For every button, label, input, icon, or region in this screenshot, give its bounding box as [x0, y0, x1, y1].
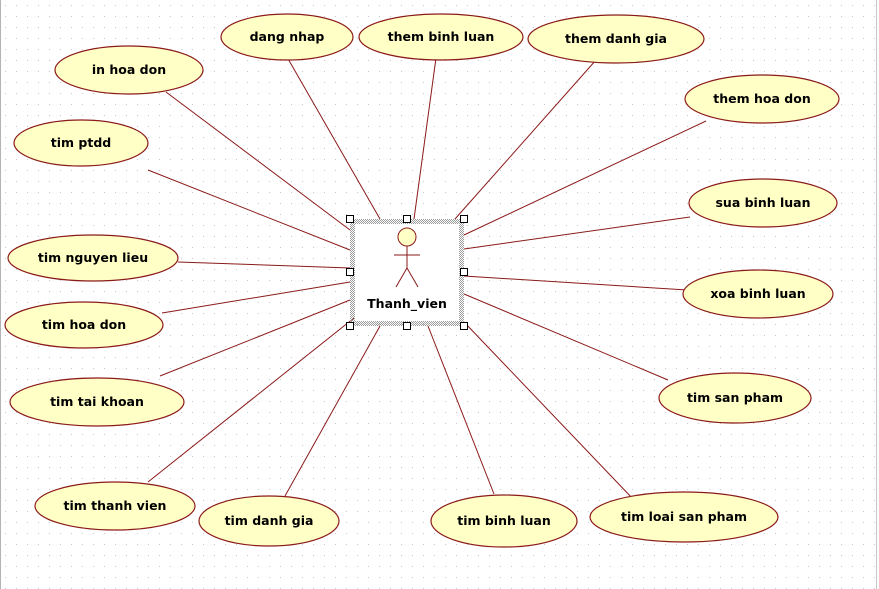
assoc-tim-ptdd[interactable] — [147, 169, 351, 251]
actor-stick-figure-icon — [394, 227, 420, 288]
assoc-dang-nhap[interactable] — [286, 56, 381, 220]
use-case-label: tim hoa don — [42, 317, 126, 332]
assoc-tim-thanh-vien[interactable] — [147, 317, 355, 483]
selection-handles — [346, 215, 468, 330]
use-case-label: tim loai san pham — [621, 509, 747, 524]
assoc-tim-danh-gia[interactable] — [284, 325, 381, 497]
assoc-them-danh-gia[interactable] — [454, 59, 597, 220]
use-case-label: dang nhap — [250, 29, 325, 44]
use-case-dang-nhap[interactable]: dang nhap — [220, 13, 354, 61]
use-case-tim-thanh-vien[interactable]: tim thanh vien — [34, 481, 196, 531]
assoc-xoa-binh-luan[interactable] — [463, 275, 688, 291]
assoc-tim-binh-luan[interactable] — [427, 325, 495, 495]
resize-handle-e[interactable] — [460, 268, 468, 276]
use-case-sua-binh-luan[interactable]: sua binh luan — [688, 178, 838, 228]
use-case-label: them hoa don — [713, 91, 810, 106]
use-case-label: tim danh gia — [225, 513, 314, 528]
assoc-them-binh-luan[interactable] — [413, 57, 437, 220]
actor-thanh-vien[interactable]: Thanh_vien — [346, 215, 468, 330]
assoc-them-hoa-don[interactable] — [463, 120, 707, 236]
actor-name: Thanh_vien — [367, 296, 447, 312]
assoc-in-hoa-don[interactable] — [165, 91, 351, 231]
assoc-sua-binh-luan[interactable] — [463, 216, 691, 250]
use-case-label: sua binh luan — [715, 195, 810, 210]
use-case-label: in hoa don — [92, 62, 166, 77]
use-case-label: tim nguyen lieu — [38, 250, 148, 265]
use-case-tim-danh-gia[interactable]: tim danh gia — [198, 495, 340, 547]
use-case-them-binh-luan[interactable]: them binh luan — [358, 13, 524, 61]
resize-handle-ne[interactable] — [460, 215, 468, 223]
use-case-xoa-binh-luan[interactable]: xoa binh luan — [682, 269, 834, 319]
use-case-label: tim tai khoan — [50, 394, 144, 409]
use-cases: dang nhap them binh luan them danh gia i… — [4, 13, 840, 548]
resize-handle-w[interactable] — [346, 268, 354, 276]
use-case-label: xoa binh luan — [710, 286, 805, 301]
resize-handle-n[interactable] — [403, 215, 411, 223]
use-case-tim-tai-khoan[interactable]: tim tai khoan — [9, 377, 185, 427]
use-case-tim-loai-san-pham[interactable]: tim loai san pham — [589, 491, 779, 543]
use-case-them-danh-gia[interactable]: them danh gia — [527, 14, 705, 64]
association-lines — [147, 56, 707, 501]
resize-handle-se[interactable] — [460, 322, 468, 330]
use-case-tim-ptdd[interactable]: tim ptdd — [13, 119, 149, 167]
use-case-label: them danh gia — [565, 31, 667, 46]
assoc-tim-hoa-don[interactable] — [161, 281, 351, 314]
resize-handle-sw[interactable] — [346, 322, 354, 330]
resize-handle-nw[interactable] — [346, 215, 354, 223]
assoc-tim-loai-san-pham[interactable] — [463, 321, 635, 501]
use-case-label: tim ptdd — [51, 135, 111, 150]
use-case-tim-binh-luan[interactable]: tim binh luan — [430, 494, 578, 548]
use-case-tim-hoa-don[interactable]: tim hoa don — [4, 301, 164, 349]
use-case-label: tim san pham — [687, 390, 783, 405]
use-case-label: tim binh luan — [457, 513, 551, 528]
use-case-them-hoa-don[interactable]: them hoa don — [684, 74, 840, 124]
resize-handle-s[interactable] — [403, 322, 411, 330]
use-case-tim-san-pham[interactable]: tim san pham — [658, 372, 812, 424]
use-case-label: tim thanh vien — [64, 498, 167, 513]
use-case-tim-nguyen-lieu[interactable]: tim nguyen lieu — [7, 234, 179, 282]
assoc-tim-nguyen-lieu[interactable] — [177, 261, 351, 269]
assoc-tim-san-pham[interactable] — [463, 293, 669, 381]
use-case-label: them binh luan — [388, 29, 495, 44]
assoc-tim-tai-khoan[interactable] — [159, 299, 351, 377]
use-case-in-hoa-don[interactable]: in hoa don — [54, 45, 204, 95]
